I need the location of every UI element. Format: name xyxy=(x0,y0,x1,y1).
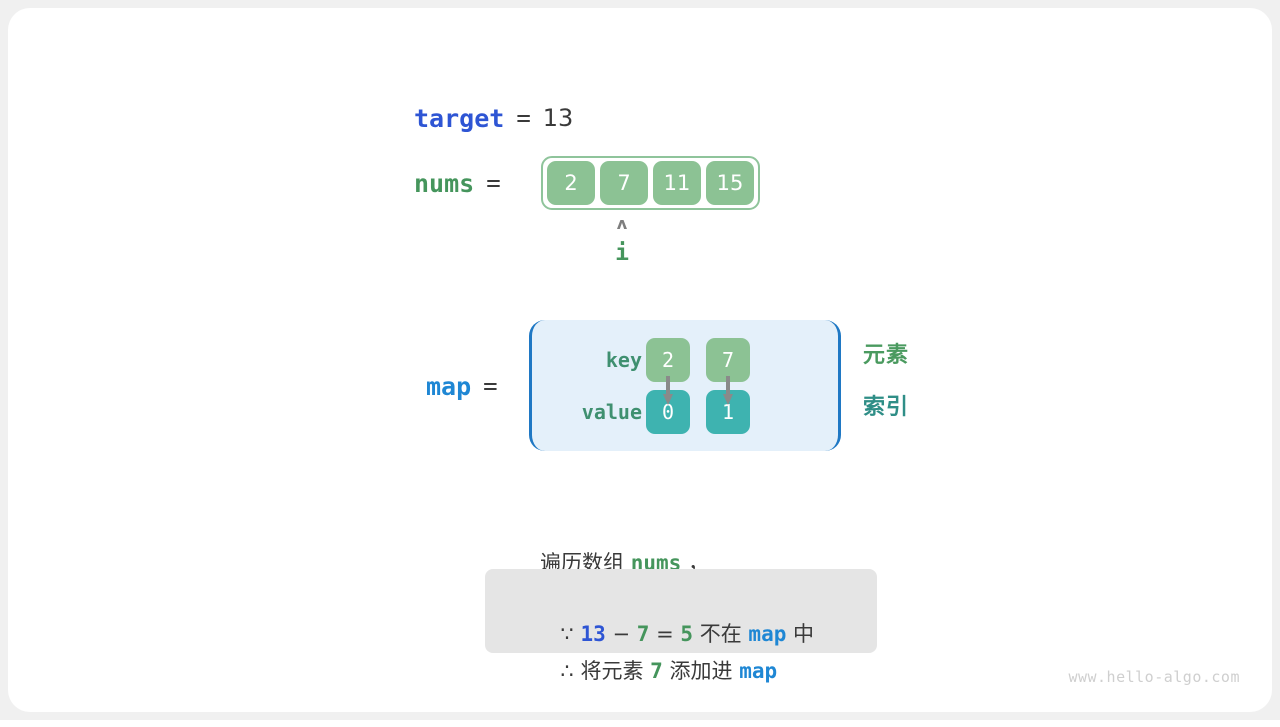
nums-variable-name: nums xyxy=(414,168,475,198)
nums-variable-row: nums = xyxy=(414,165,513,201)
site-watermark: www.hello-algo.com xyxy=(1068,668,1240,686)
map-container: key value 2 7 0 1 xyxy=(529,320,841,451)
note-line-therefore: ∴ 将元素 7 添加进 map xyxy=(507,616,855,683)
explanation-note-box: ∵ 13 − 7 = 5 不在 map 中 ∴ 将元素 7 添加进 map xyxy=(485,569,877,683)
target-equals-sign: = xyxy=(516,104,531,132)
note-operand-current: 7 xyxy=(636,622,650,646)
target-value: 13 xyxy=(542,104,574,132)
because-symbol: ∵ xyxy=(560,622,574,646)
nums-equals-sign: = xyxy=(486,169,501,197)
note-operand-target: 13 xyxy=(580,622,606,646)
map-value-cell: 0 xyxy=(646,390,690,434)
map-equals-sign: = xyxy=(483,372,498,400)
legend-element-label: 元素 xyxy=(863,343,910,368)
nums-cell: 11 xyxy=(653,161,701,205)
nums-array-container: 2 7 11 15 xyxy=(541,156,760,210)
nums-cell: 2 xyxy=(547,161,595,205)
map-row-label-value: value xyxy=(581,400,642,424)
map-key-cell: 7 xyxy=(706,338,750,382)
map-mapping-arrow-icon xyxy=(663,376,673,405)
diagram-card: target = 13 nums = 2 7 11 15 ʌ i map = k… xyxy=(8,8,1272,712)
note-line-because: ∵ 13 − 7 = 5 不在 map 中 xyxy=(507,579,855,646)
nums-index-pointer: ʌ i xyxy=(606,214,638,266)
nums-cell: 7 xyxy=(600,161,648,205)
map-variable-row: map = xyxy=(426,369,510,403)
legend-index-label: 索引 xyxy=(863,395,910,420)
nums-cell: 15 xyxy=(706,161,754,205)
target-variable-row: target = 13 xyxy=(414,100,573,136)
note-add-into-text: 添加进 xyxy=(669,659,733,683)
target-variable-name: target xyxy=(414,103,505,133)
note-in-suffix: 中 xyxy=(793,622,815,646)
note-result: 5 xyxy=(680,622,694,646)
map-grid: key value 2 7 0 1 xyxy=(532,320,838,451)
map-legend: 元素 索引 xyxy=(863,345,983,419)
map-row-label-key: key xyxy=(605,348,642,372)
map-value-cell: 1 xyxy=(706,390,750,434)
note-equals-operator: = xyxy=(656,622,674,646)
caret-up-icon: ʌ xyxy=(616,214,628,233)
note-map-keyword: map xyxy=(748,622,787,646)
note-add-element-text: 将元素 xyxy=(580,659,644,683)
map-variable-name: map xyxy=(426,371,472,401)
note-map-keyword: map xyxy=(739,659,778,683)
map-mapping-arrow-icon xyxy=(723,376,733,405)
map-key-cell: 2 xyxy=(646,338,690,382)
note-not-in-text: 不在 xyxy=(699,622,742,646)
therefore-symbol: ∴ xyxy=(560,659,574,683)
pointer-label-i: i xyxy=(615,240,629,266)
note-minus-operator: − xyxy=(612,622,631,646)
note-added-number: 7 xyxy=(650,659,663,683)
